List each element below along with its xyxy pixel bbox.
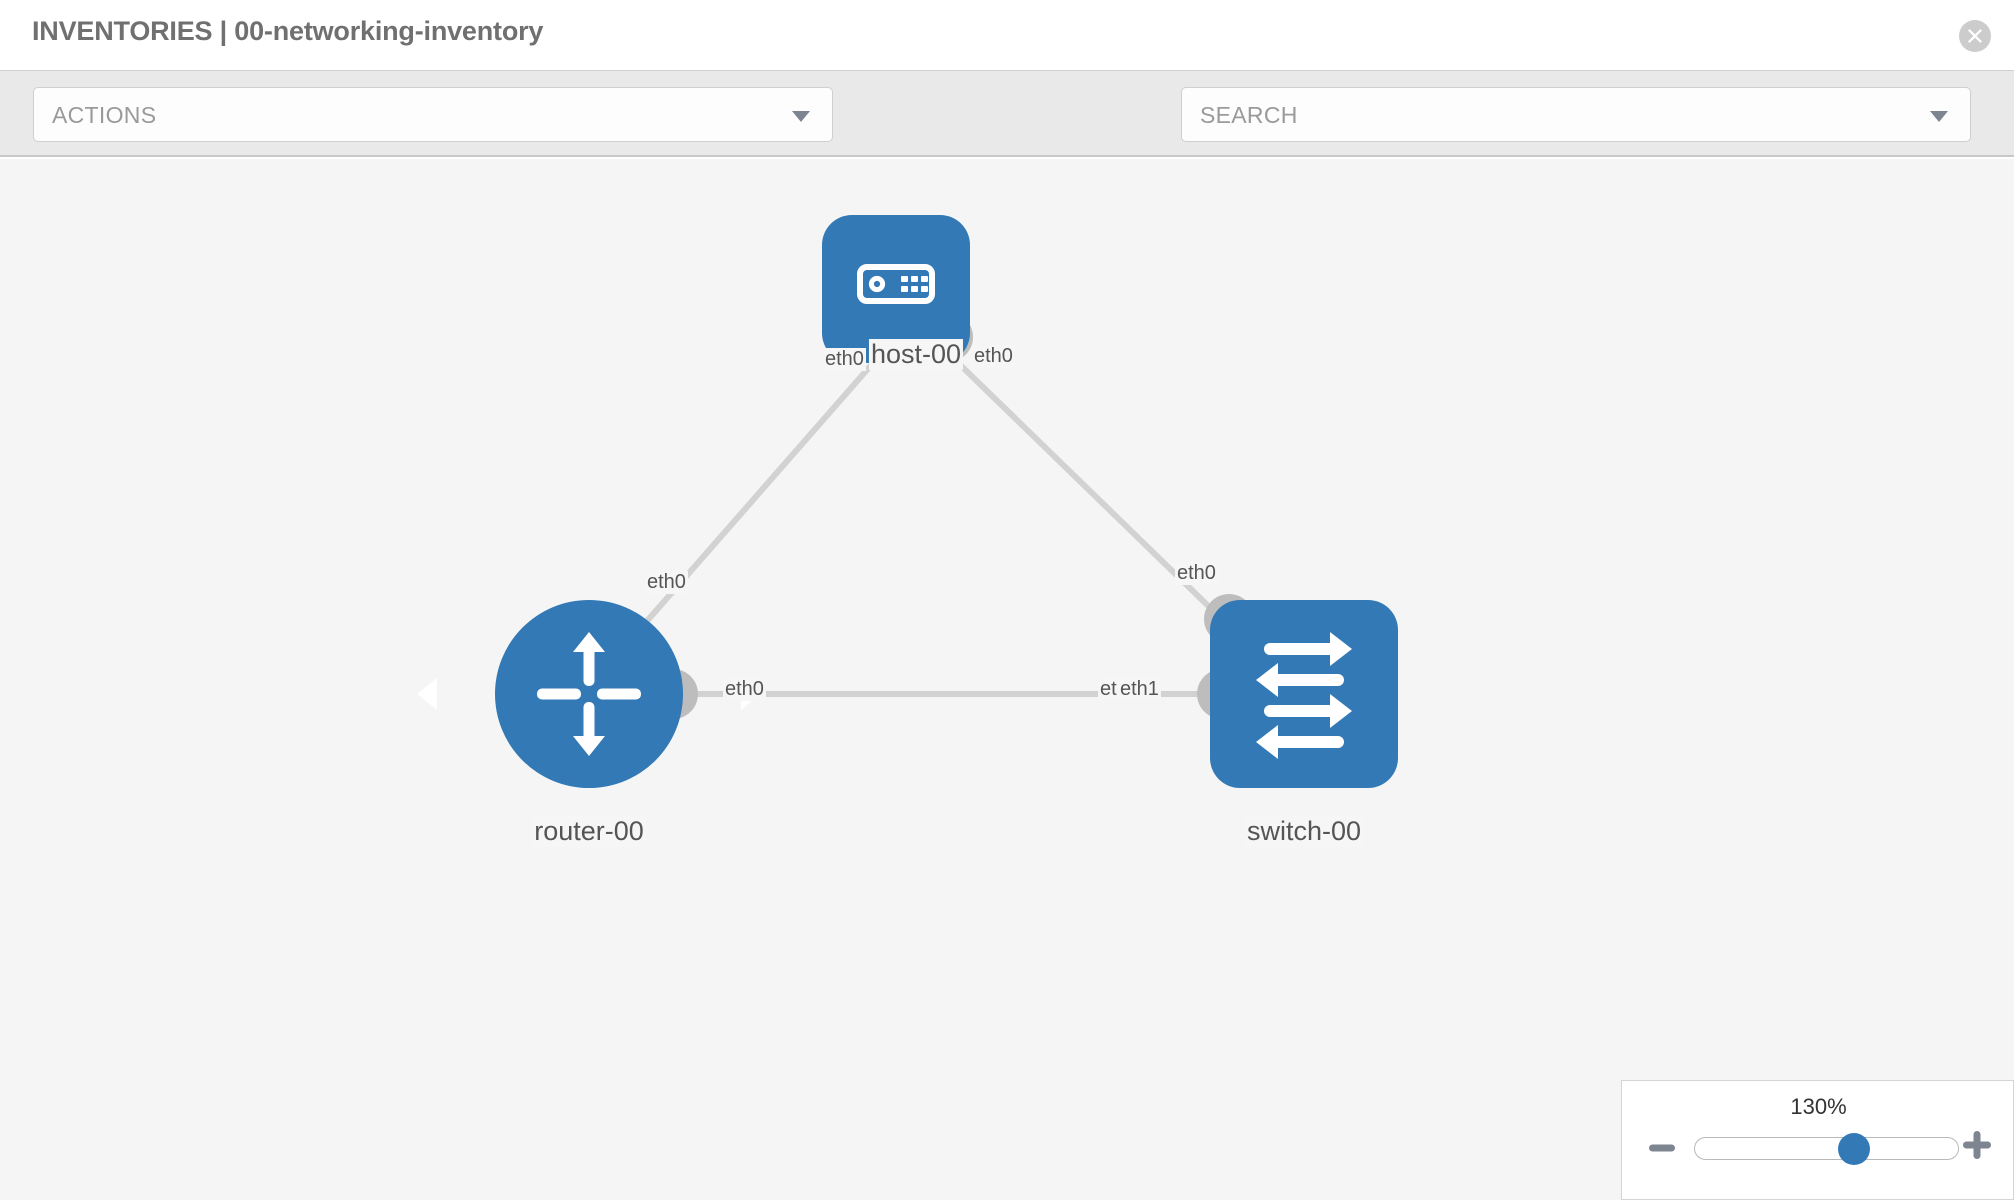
zoom-control-panel: 130% [1621, 1080, 2014, 1200]
iface-label-router-eth0-up: eth0 [645, 571, 688, 594]
node-router-00[interactable] [417, 600, 761, 788]
node-label-switch-00: switch-00 [1244, 816, 1364, 847]
zoom-percent-label: 130% [1790, 1094, 1847, 1119]
node-label-host-00: host-00 [868, 339, 964, 370]
actions-dropdown[interactable]: ACTIONS [33, 87, 833, 142]
iface-label-switch-eth1: eth1 [1118, 678, 1161, 701]
zoom-slider[interactable] [1694, 1132, 1959, 1165]
plus-icon[interactable] [1961, 1129, 1993, 1161]
minus-icon[interactable] [1648, 1134, 1676, 1162]
node-switch-00[interactable] [1210, 600, 1398, 788]
topology-graph [417, 215, 1398, 788]
chevron-down-icon [792, 110, 810, 122]
page-title: INVENTORIES | 00-networking-inventory [32, 16, 544, 46]
actions-dropdown-label: ACTIONS [52, 102, 157, 128]
toolbar: ACTIONS SEARC [0, 70, 2014, 202]
search-input[interactable]: SEARCH [1181, 87, 1971, 142]
node-host-00[interactable] [822, 215, 970, 363]
node-label-router-00: router-00 [532, 816, 646, 847]
iface-label-router-eth0: eth0 [723, 678, 766, 701]
close-icon[interactable] [1959, 20, 1991, 52]
iface-label-host-eth0-left: eth0 [823, 348, 866, 371]
search-placeholder: SEARCH [1200, 102, 1298, 128]
topology-canvas[interactable]: eth0 eth0 eth0 eth0 eth0 eth0 eth1 host-… [0, 159, 2014, 1200]
iface-label-host-eth0-right: eth0 [972, 345, 1015, 368]
page-header: INVENTORIES | 00-networking-inventory [0, 0, 2014, 70]
iface-label-switch-eth0-up: eth0 [1175, 562, 1218, 585]
chevron-down-icon[interactable] [1930, 110, 1948, 122]
topology-links [637, 352, 1235, 697]
zoom-slider-thumb[interactable] [1838, 1132, 1871, 1165]
link-host-switch[interactable] [947, 352, 1235, 632]
